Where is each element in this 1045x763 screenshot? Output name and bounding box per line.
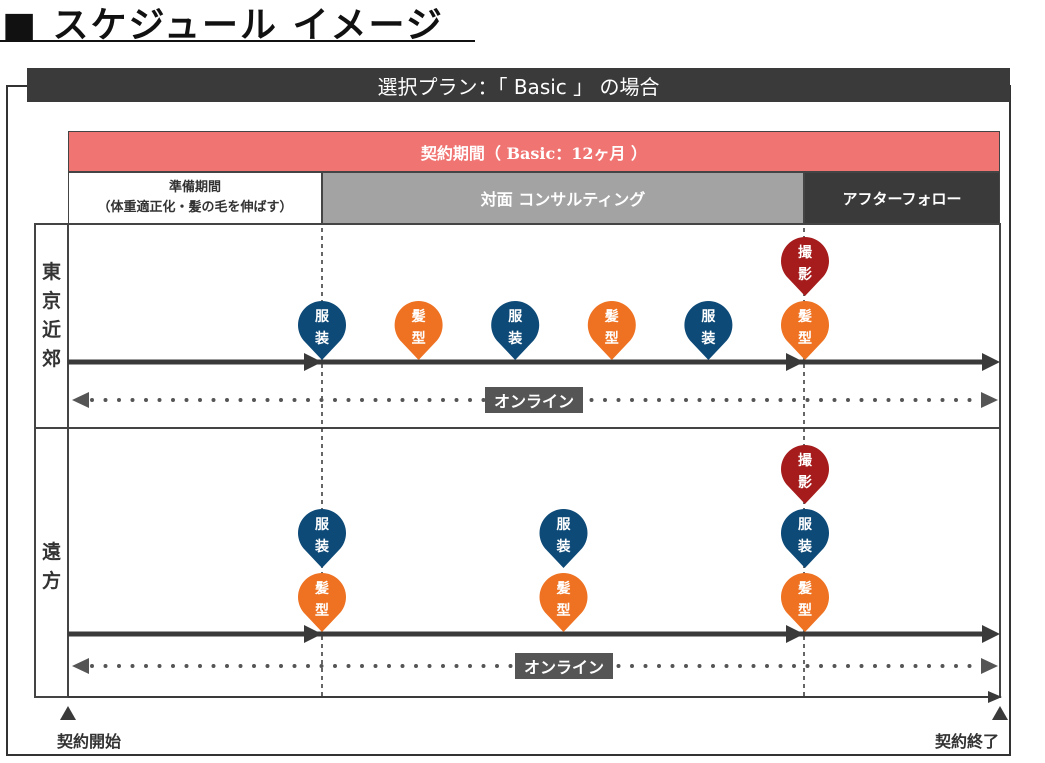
pin-label: 型 (557, 602, 571, 619)
pin-hair-icon (587, 301, 636, 360)
pin-label: 影 (798, 475, 812, 491)
row-label-char: 近 (41, 319, 61, 341)
pin-label: 装 (314, 538, 330, 555)
pin-label: 装 (797, 538, 813, 555)
title-underline (0, 40, 475, 42)
pin-hair-icon (781, 573, 829, 632)
pin-label: 髪 (797, 308, 812, 325)
row-label-remote: 遠 方 (35, 538, 68, 596)
row-label-char: 京 (41, 290, 61, 312)
pin-label: 服 (701, 309, 716, 325)
pin-label: 髪 (556, 580, 571, 597)
pin-label: 装 (507, 330, 523, 347)
pin-hair-icon (298, 573, 346, 632)
pin-label: 型 (412, 330, 426, 347)
phase-preparation: 準備期間 （体重適正化・髪の毛を伸ばす） (68, 172, 322, 224)
phase-after-follow: アフターフォロー (804, 172, 1000, 224)
contract-end-label: 契約終了 (935, 732, 1000, 751)
timeline-arrowhead-icon (786, 625, 804, 643)
plan-bar: 選択プラン：「 Basic 」 の場合 (27, 68, 1010, 102)
timeline-arrowhead-icon (304, 353, 322, 371)
pin-fashion-icon (491, 301, 540, 360)
pin-fashion-icon (684, 301, 733, 360)
timeline-arrowhead-icon (304, 625, 322, 643)
contract-axis-arrow-icon (988, 691, 1002, 703)
pin-label: 型 (798, 330, 812, 347)
pin-label: 服 (557, 517, 572, 533)
timeline-arrowhead-icon (786, 353, 804, 371)
phase-consulting: 対面 コンサルティング (322, 172, 804, 224)
online-right-arrow-icon (981, 392, 998, 408)
pin-label: 装 (700, 330, 716, 347)
start-marker-icon (60, 706, 76, 720)
pin-fashion-icon (781, 509, 829, 568)
pin-label: 髪 (411, 308, 426, 325)
pin-hair-icon (394, 301, 443, 360)
timeline-arrowhead-icon (982, 625, 1000, 643)
pin-label: 髪 (314, 580, 329, 597)
contract-period-bar: 契約期間（ Basic：12ヶ月 ） (68, 131, 1000, 172)
pin-label: 型 (798, 602, 812, 619)
pin-fashion-icon (298, 301, 346, 360)
contract-start-label: 契約開始 (57, 732, 122, 751)
pin-label: 装 (556, 538, 572, 555)
pin-photo-icon (781, 237, 829, 296)
pin-label: 髪 (604, 308, 619, 325)
pin-label: 服 (508, 309, 523, 325)
pin-hair-icon (781, 301, 829, 360)
online-left-arrow-icon (72, 658, 89, 674)
pin-label: 服 (798, 517, 813, 533)
online-label-tokyo: オンライン (485, 387, 583, 413)
end-marker-icon (992, 706, 1008, 720)
pin-label: 型 (605, 330, 619, 347)
pin-label: 撮 (798, 452, 813, 469)
row-label-tokyo: 東 京 近 郊 (35, 258, 68, 374)
pin-hair-icon (539, 573, 588, 632)
row-label-char: 遠 (41, 541, 61, 563)
pin-label: 型 (315, 602, 329, 619)
phase-prep-title: 準備期間 (168, 180, 221, 195)
pin-fashion-icon (539, 509, 588, 568)
pin-label: 装 (314, 330, 330, 347)
table-frame (34, 223, 1001, 698)
pin-fashion-icon (298, 509, 346, 568)
pin-label: 撮 (798, 244, 813, 261)
pin-photo-icon (781, 445, 829, 504)
phase-prep-subtitle: （体重適正化・髪の毛を伸ばす） (97, 200, 293, 215)
online-label-remote: オンライン (515, 653, 613, 679)
pin-label: 服 (315, 517, 330, 533)
row-label-char: 東 (41, 261, 61, 283)
pin-label: 服 (315, 309, 330, 325)
page-title: ■ スケジュール イメージ (2, 4, 444, 46)
online-left-arrow-icon (72, 392, 89, 408)
row-label-char: 方 (41, 570, 61, 592)
pin-label: 影 (798, 267, 812, 283)
row-label-char: 郊 (41, 348, 61, 370)
online-right-arrow-icon (981, 658, 998, 674)
pin-label: 髪 (797, 580, 812, 597)
timeline-arrowhead-icon (982, 353, 1000, 371)
